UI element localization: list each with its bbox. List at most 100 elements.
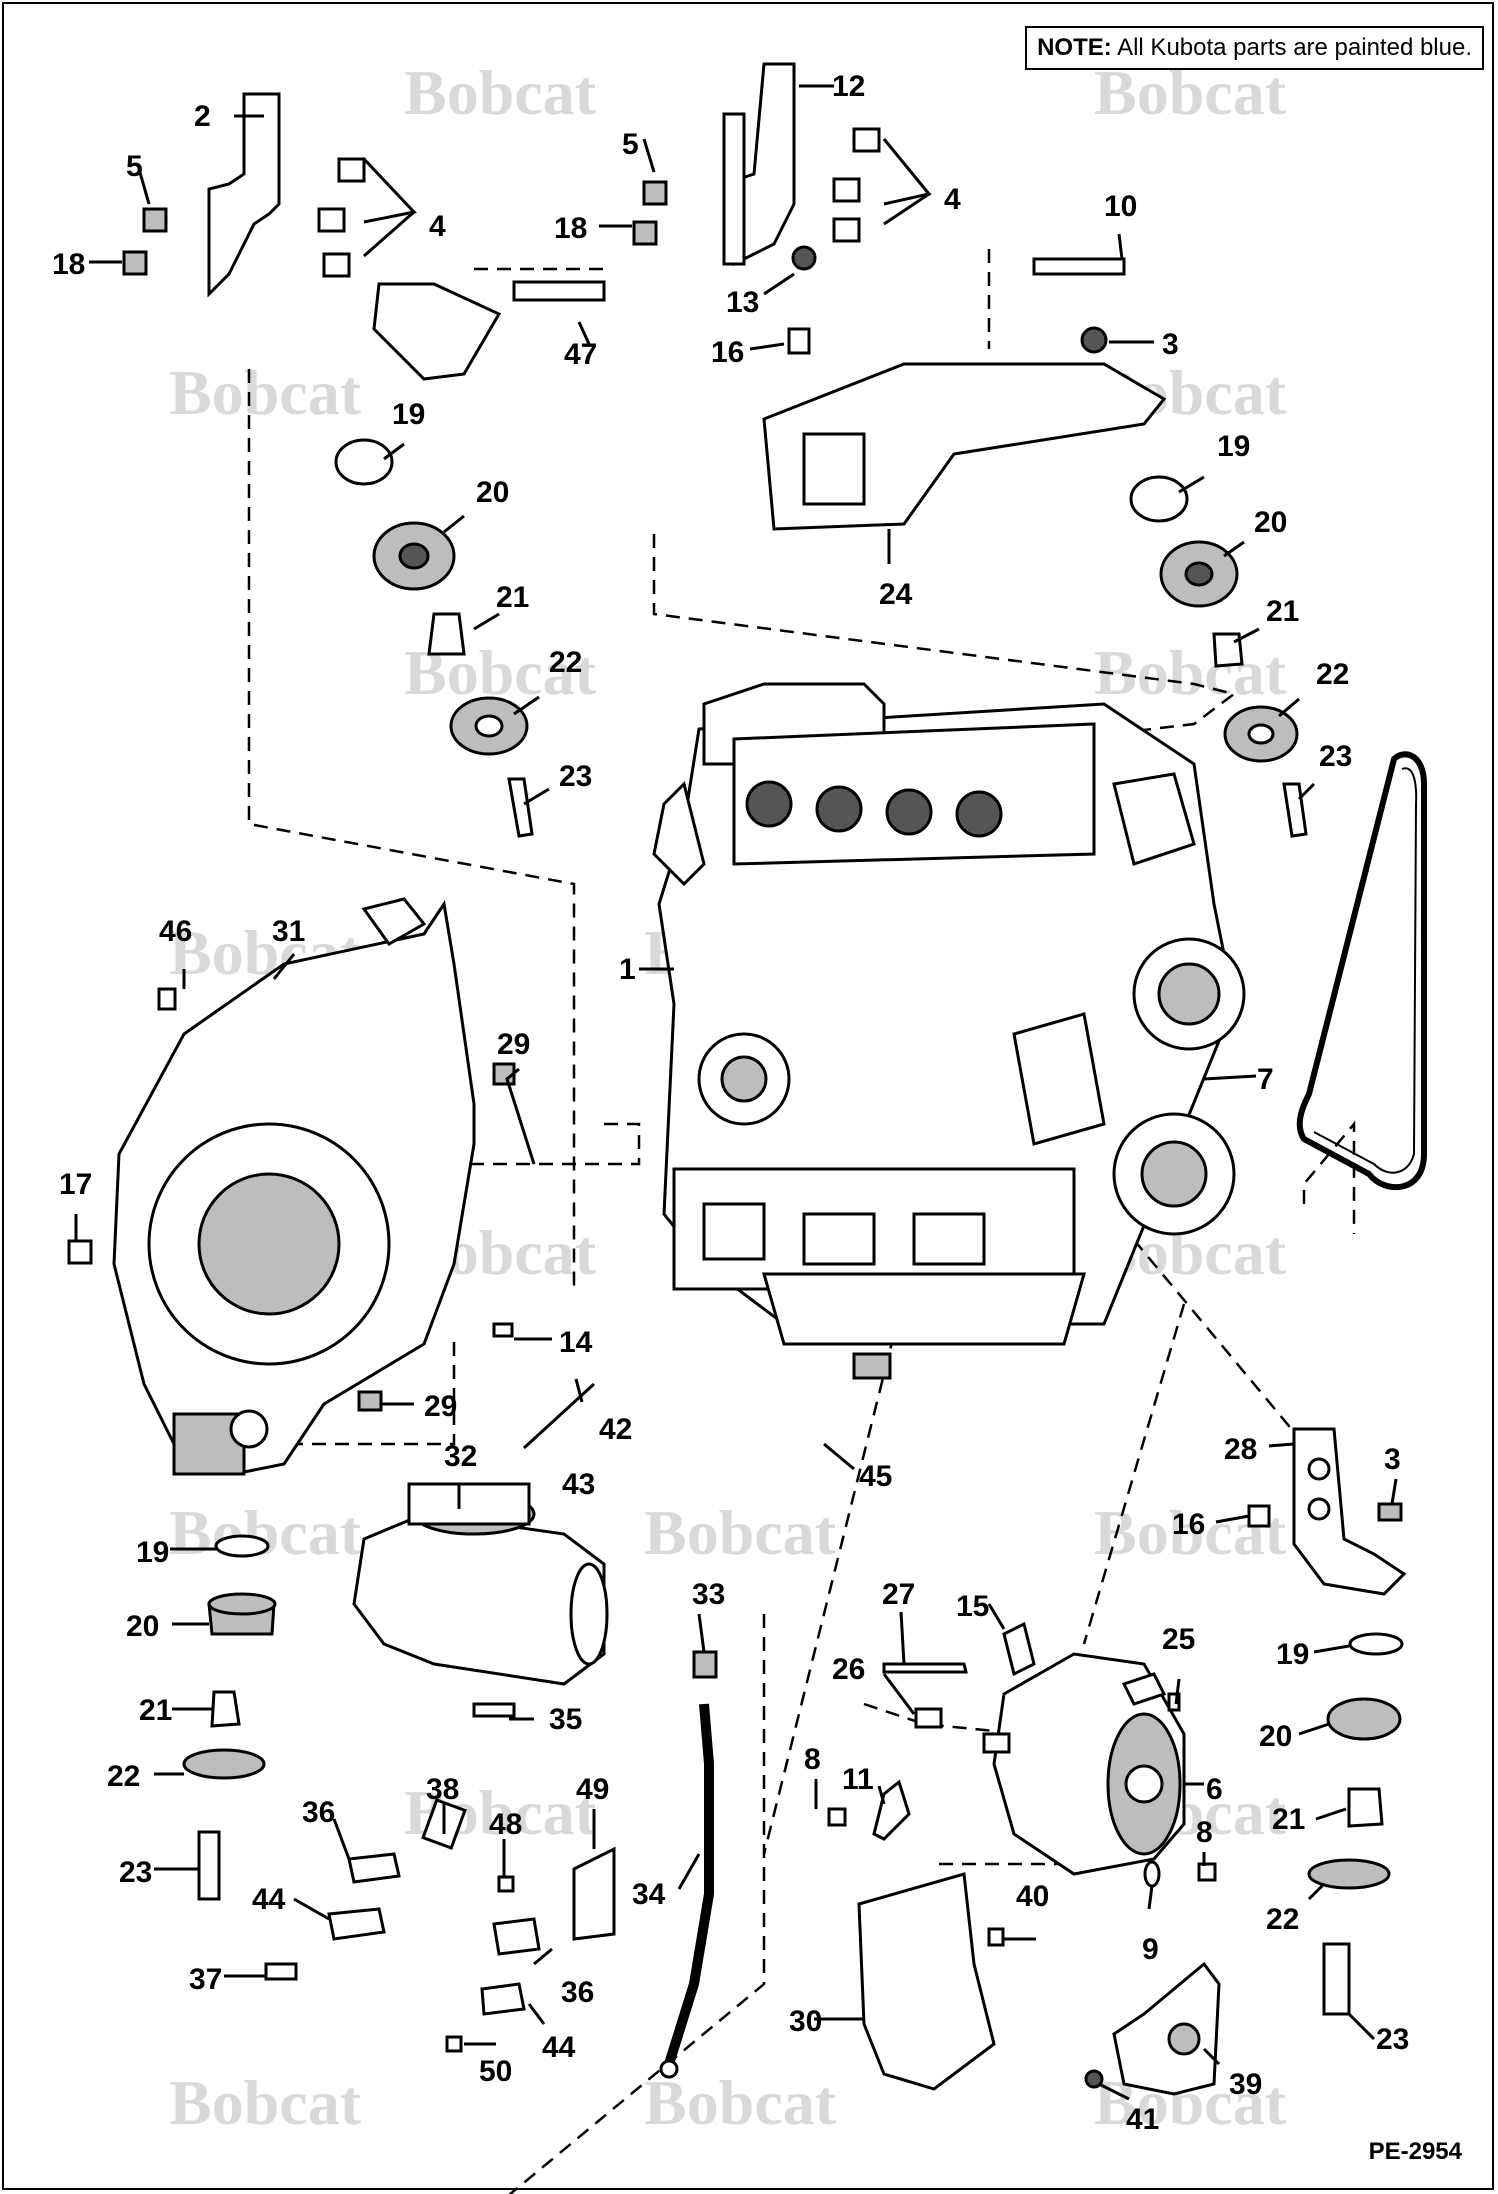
clamps-and-fasteners: [264, 1798, 616, 2053]
part-label: 28: [1224, 1433, 1257, 1466]
part-label: 23: [1319, 740, 1352, 773]
part-label: 44: [252, 1883, 286, 1916]
part-label: 18: [52, 248, 85, 281]
part-label: 22: [1266, 1903, 1299, 1936]
flywheel-housing-31: [67, 897, 516, 1476]
part-label: 45: [859, 1460, 892, 1493]
part-label: 7: [1257, 1063, 1274, 1096]
part-label: 12: [832, 70, 865, 103]
part-label: 32: [444, 1440, 477, 1473]
mount-frame-24: [762, 362, 1167, 531]
part-label: 25: [1162, 1623, 1195, 1656]
part-label: 8: [1196, 1816, 1213, 1849]
part-label: 20: [1259, 1720, 1292, 1753]
leader-lines: [74, 84, 1398, 2101]
part-label: 50: [479, 2055, 512, 2088]
part-label: 29: [497, 1028, 530, 1061]
part-label: 5: [622, 128, 639, 161]
bobcat-watermark: Bobcat: [644, 1497, 837, 1568]
part-label: 16: [711, 336, 744, 369]
part-label: 34: [632, 1878, 666, 1911]
part-label: 46: [159, 915, 192, 948]
part-label: 13: [726, 286, 759, 319]
isolators-left: [334, 438, 534, 838]
part-label: 31: [272, 915, 305, 948]
bobcat-watermark: Bobcat: [169, 1497, 362, 1568]
part-label: 19: [1217, 430, 1250, 463]
fan-belt-7: [1296, 751, 1427, 1190]
part-label: 48: [489, 1808, 522, 1841]
part-label: 42: [599, 1413, 632, 1446]
engine-block: [652, 682, 1246, 1380]
part-label: 41: [1126, 2103, 1159, 2136]
bobcat-watermark: Bobcat: [169, 357, 362, 428]
starter-32: [352, 1482, 609, 1718]
part-label: 30: [789, 2005, 822, 2038]
part-label: 1: [619, 953, 636, 986]
part-number-labels: 2 12 4 4 5 5 18 18 13 16 10 3 47 24 19 2…: [52, 70, 1409, 2136]
bobcat-watermark: Bobcat: [1094, 637, 1287, 708]
part-label: 35: [549, 1703, 582, 1736]
part-label: 11: [842, 1763, 874, 1796]
part-label: 2: [194, 100, 211, 133]
part-label: 6: [1206, 1773, 1223, 1806]
part-label: 22: [107, 1760, 140, 1793]
part-label: 17: [59, 1168, 92, 1201]
part-label: 47: [564, 338, 597, 371]
bracket-39: [1084, 1961, 1221, 2096]
bobcat-watermark: Bobcat: [644, 2067, 837, 2138]
note-prefix: NOTE:: [1037, 34, 1112, 61]
part-label: 36: [561, 1976, 594, 2009]
note-text: All Kubota parts are painted blue.: [1117, 34, 1472, 61]
part-label: 4: [944, 183, 961, 216]
part-label: 10: [1104, 190, 1137, 223]
bobcat-watermark: Bobcat: [169, 2067, 362, 2138]
part-label: 40: [1016, 1880, 1049, 1913]
part-label: 3: [1162, 328, 1179, 361]
part-label: 37: [189, 1963, 222, 1996]
part-label: 33: [692, 1578, 725, 1611]
part-label: 5: [126, 150, 143, 183]
part-label: 19: [136, 1536, 169, 1569]
engine-mount-bracket-left: [122, 92, 606, 381]
part-label: 26: [832, 1653, 865, 1686]
kubota-note: NOTE: All Kubota parts are painted blue.: [1025, 26, 1484, 70]
part-label: 24: [879, 578, 913, 611]
part-label: 23: [1376, 2023, 1409, 2056]
part-label: 21: [1272, 1803, 1305, 1836]
part-label: 8: [804, 1743, 821, 1776]
part-label: 21: [139, 1694, 172, 1727]
oil-line-34: [659, 1650, 718, 2079]
part-label: 39: [1229, 2068, 1262, 2101]
part-label: 18: [554, 212, 587, 245]
part-label: 29: [424, 1390, 457, 1423]
part-label: 14: [559, 1326, 593, 1359]
part-label: 4: [429, 210, 446, 243]
isolators-right: [1129, 475, 1308, 838]
part-label: 23: [559, 760, 592, 793]
part-label: 16: [1172, 1508, 1205, 1541]
part-label: 21: [1266, 595, 1299, 628]
part-label: 3: [1384, 1443, 1401, 1476]
part-label: 19: [392, 398, 425, 431]
isolators-bottom-left: [182, 1534, 277, 1901]
alternator-6: [827, 1621, 1217, 1888]
part-label: 44: [542, 2031, 576, 2064]
belt-guard-30: [857, 1872, 1005, 2091]
part-label: 9: [1142, 1933, 1159, 1966]
part-label: 22: [549, 646, 582, 679]
part-label: 38: [426, 1773, 459, 1806]
isolators-bottom-right: [1247, 1427, 1407, 2016]
part-label: 27: [882, 1578, 915, 1611]
part-label: 43: [562, 1468, 595, 1501]
part-label: 15: [956, 1590, 989, 1623]
part-label: 19: [1276, 1638, 1309, 1671]
reference-code: PE-2954: [1368, 2138, 1462, 2165]
part-label: 22: [1316, 658, 1349, 691]
part-label: 23: [119, 1856, 152, 1889]
part-label: 21: [496, 581, 529, 614]
engine-mount-bracket-right: [632, 62, 1126, 355]
part-label: 20: [1254, 506, 1287, 539]
